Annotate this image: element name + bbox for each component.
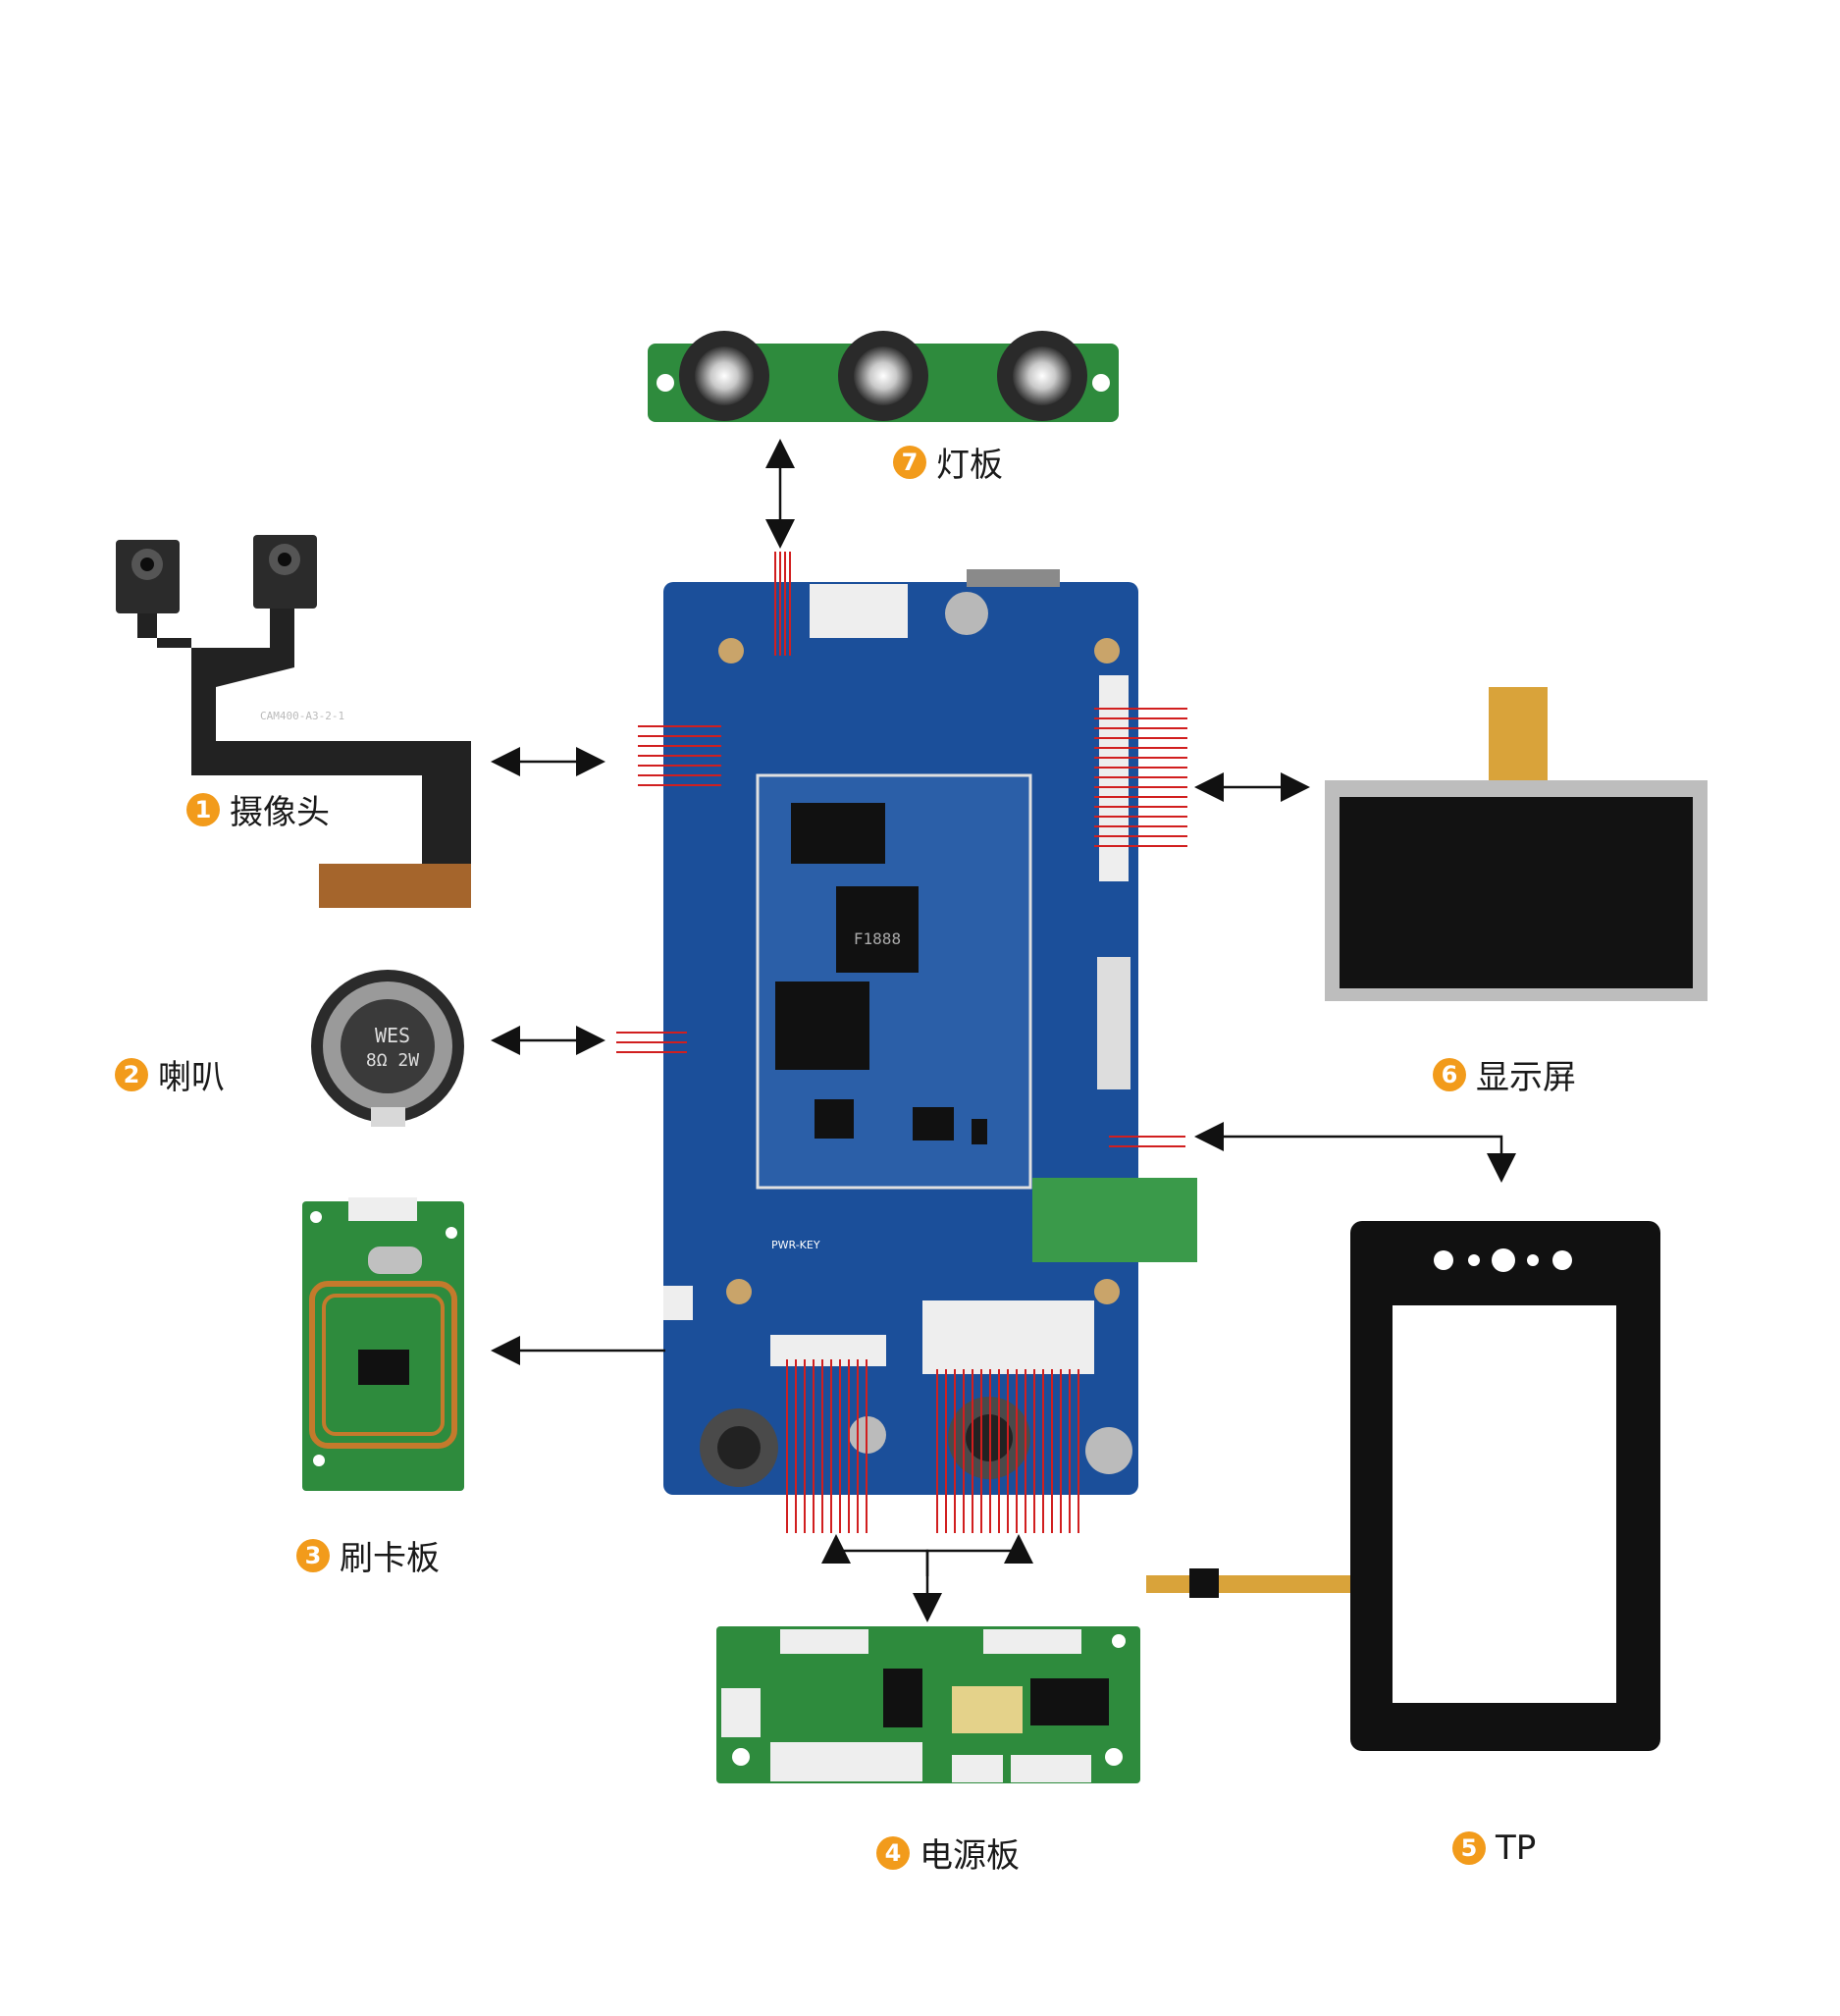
badge-3: 3 <box>296 1538 330 1572</box>
camera-part-number: CAM400-A3-2-1 <box>260 710 344 722</box>
led-board <box>648 331 1119 422</box>
camera-module: CAM400-A3-2-1 <box>116 535 471 908</box>
power-board <box>716 1626 1140 1783</box>
label-card-reader-text: 刷卡板 <box>340 1539 440 1578</box>
label-led-board-text: 灯板 <box>936 446 1003 485</box>
badge-6: 6 <box>1433 1057 1466 1091</box>
display-screen <box>1325 687 1708 1001</box>
label-touch-panel-text: TP <box>1496 1829 1537 1868</box>
mainboard-pwr-key-label: PWR-KEY <box>771 1239 820 1251</box>
label-display: 6 显示屏 <box>1433 1050 1576 1098</box>
mainboard-chip-mark: F1888 <box>854 929 901 948</box>
connection-arrows <box>491 439 1516 1622</box>
label-speaker: 2 喇叭 <box>115 1050 225 1098</box>
connector-wires <box>616 552 1187 1533</box>
badge-7: 7 <box>893 445 926 479</box>
touch-panel <box>1146 1221 1660 1751</box>
badge-5: 5 <box>1452 1831 1486 1865</box>
label-speaker-text: 喇叭 <box>158 1058 225 1097</box>
label-power-board: 4 电源板 <box>876 1829 1020 1877</box>
label-power-board-text: 电源板 <box>920 1836 1020 1876</box>
badge-2: 2 <box>115 1057 148 1091</box>
label-display-text: 显示屏 <box>1476 1058 1576 1097</box>
card-reader-board <box>302 1197 464 1491</box>
label-camera: 1 摄像头 <box>186 785 330 833</box>
main-board: F1888 PWR-KEY <box>663 569 1197 1495</box>
label-card-reader: 3 刷卡板 <box>296 1531 440 1579</box>
speaker-spec: 8Ω 2W <box>366 1050 419 1071</box>
label-led-board: 7 灯板 <box>893 438 1003 486</box>
arrow-power-board-left <box>821 1534 929 1576</box>
speaker: WES 8Ω 2W <box>311 970 464 1127</box>
arrow-touch-panel <box>1194 1122 1516 1183</box>
arrow-power-board-right <box>925 1534 1033 1576</box>
label-touch-panel: 5 TP <box>1452 1829 1536 1868</box>
badge-1: 1 <box>186 792 220 826</box>
speaker-brand: WES <box>375 1024 410 1047</box>
badge-4: 4 <box>876 1835 910 1870</box>
label-camera-text: 摄像头 <box>230 793 330 832</box>
